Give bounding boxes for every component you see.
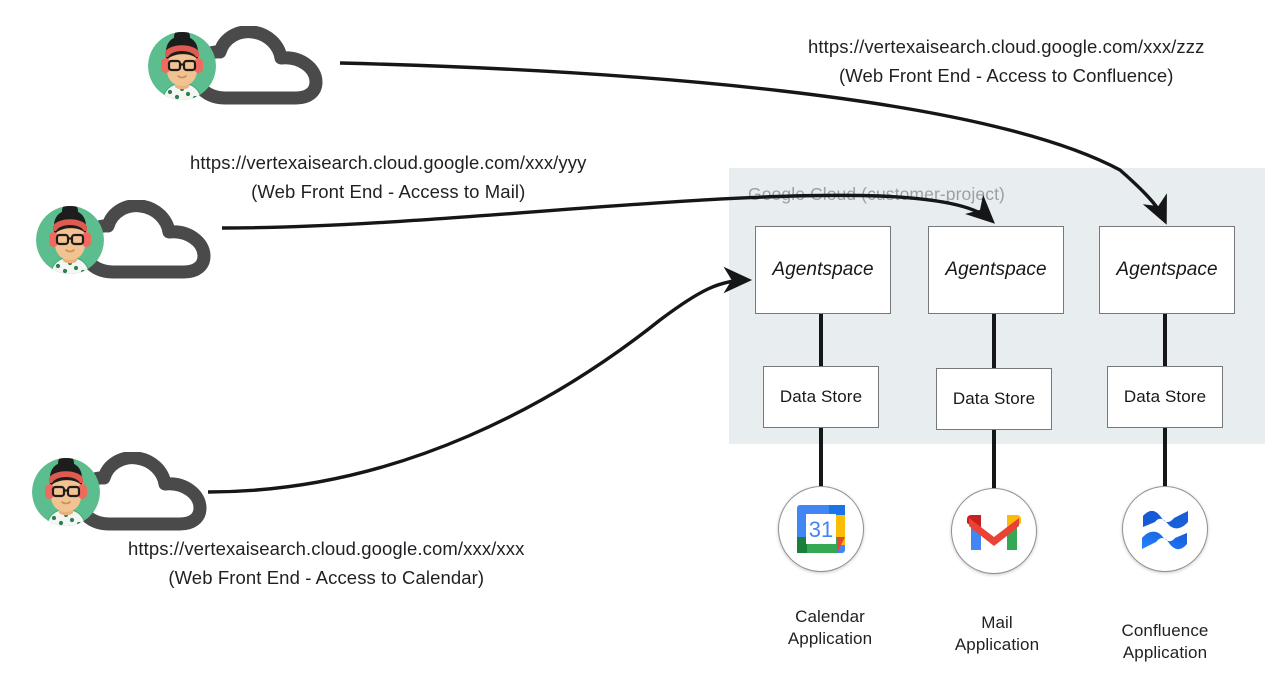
agentspace-node-2[interactable]: Agentspace	[928, 226, 1064, 314]
url-label-calendar: https://vertexaisearch.cloud.google.com/…	[128, 535, 524, 592]
user-node-mail[interactable]	[28, 196, 228, 286]
mail-caption-line1: Mail	[981, 613, 1013, 632]
agentspace-node-3-label: Agentspace	[1116, 259, 1218, 280]
datastore-node-3[interactable]: Data Store	[1107, 366, 1223, 428]
confluence-application-caption: Confluence Application	[1080, 620, 1250, 664]
agentspace-node-1-label: Agentspace	[772, 259, 874, 280]
calendar-caption-line1: Calendar	[795, 607, 865, 626]
connector-agentspace1-datastore1	[819, 314, 823, 366]
gmail-icon	[967, 515, 1021, 550]
svg-text:31: 31	[809, 517, 833, 542]
url-desc-calendar: (Web Front End - Access to Calendar)	[168, 566, 485, 588]
url-text-mail: https://vertexaisearch.cloud.google.com/…	[190, 152, 587, 173]
calendar-application-node[interactable]: 31	[778, 486, 864, 572]
user-avatar-icon-1	[148, 32, 216, 100]
url-label-confluence: https://vertexaisearch.cloud.google.com/…	[808, 33, 1204, 90]
url-text-calendar: https://vertexaisearch.cloud.google.com/…	[128, 538, 525, 559]
user-node-calendar[interactable]	[24, 448, 224, 538]
mail-application-caption: Mail Application	[912, 612, 1082, 656]
confluence-icon	[1142, 510, 1188, 550]
connector-datastore2-mail-app	[992, 430, 996, 488]
datastore-node-2[interactable]: Data Store	[936, 368, 1052, 430]
agentspace-node-2-label: Agentspace	[945, 259, 1047, 280]
mail-caption-line2: Application	[954, 635, 1040, 655]
confluence-caption-line1: Confluence	[1121, 621, 1209, 640]
calendar-caption-line2: Application	[787, 629, 873, 649]
url-text-confluence: https://vertexaisearch.cloud.google.com/…	[808, 36, 1205, 57]
user-avatar-icon-3	[32, 458, 100, 526]
mail-application-node[interactable]	[951, 488, 1037, 574]
datastore-node-1[interactable]: Data Store	[763, 366, 879, 428]
arrow-user-calendar-to-agentspace1	[207, 266, 753, 494]
confluence-caption-line2: Application	[1122, 643, 1208, 663]
agentspace-node-1[interactable]: Agentspace	[755, 226, 891, 314]
user-node-confluence[interactable]	[140, 22, 340, 112]
url-desc-confluence: (Web Front End - Access to Confluence)	[838, 64, 1174, 86]
confluence-application-node[interactable]	[1122, 486, 1208, 572]
connector-datastore3-confluence-app	[1163, 428, 1167, 486]
url-label-mail: https://vertexaisearch.cloud.google.com/…	[190, 149, 586, 206]
connector-datastore1-calendar-app	[819, 428, 823, 486]
agentspace-node-3[interactable]: Agentspace	[1099, 226, 1235, 314]
connector-agentspace3-datastore3	[1163, 314, 1167, 366]
calendar-application-caption: Calendar Application	[745, 606, 915, 650]
connector-agentspace2-datastore2	[992, 314, 996, 368]
user-avatar-icon-2	[36, 206, 104, 274]
google-cloud-container-label: Google Cloud (customer-project)	[748, 184, 1005, 204]
datastore-node-1-label: Data Store	[779, 387, 863, 406]
datastore-node-2-label: Data Store	[952, 389, 1036, 408]
url-desc-mail: (Web Front End - Access to Mail)	[251, 180, 526, 202]
datastore-node-3-label: Data Store	[1123, 387, 1207, 406]
google-calendar-icon: 31	[797, 505, 845, 553]
